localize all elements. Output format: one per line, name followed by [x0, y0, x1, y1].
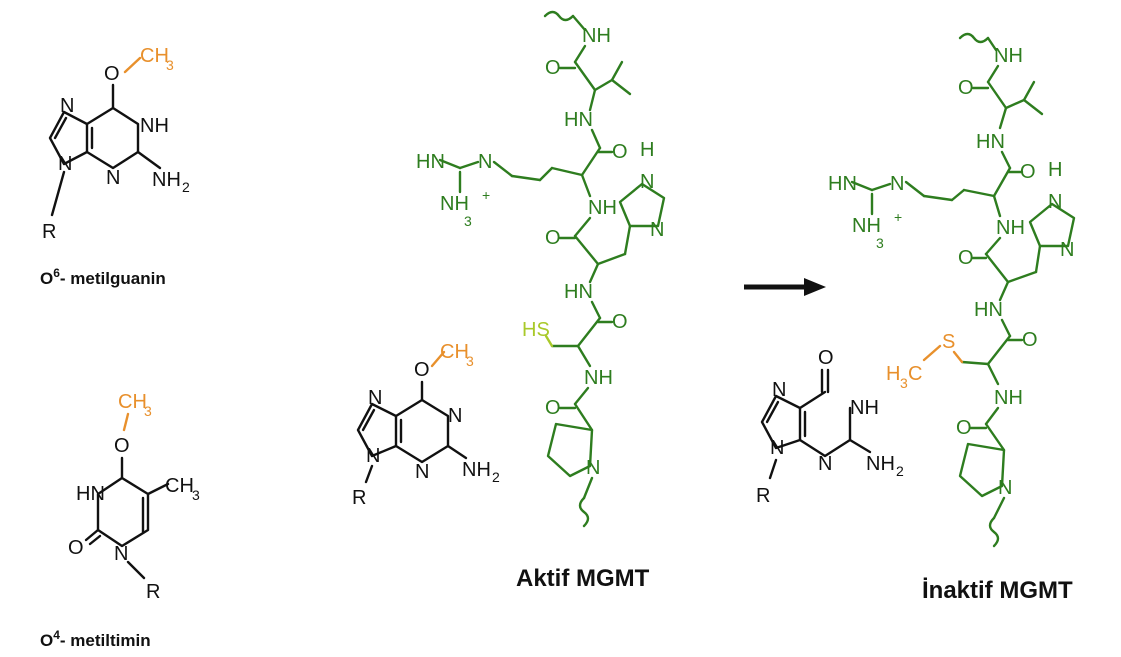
svg-text:HN: HN	[976, 131, 1005, 153]
svg-text:NH: NH	[994, 387, 1023, 409]
svg-text:3: 3	[464, 213, 472, 229]
svg-text:O: O	[104, 63, 120, 85]
svg-text:HN: HN	[974, 299, 1003, 321]
svg-text:CH: CH	[118, 391, 147, 413]
svg-text:NH: NH	[440, 193, 469, 215]
o4-methylthymine-caption: O4- metiltimin	[40, 628, 151, 650]
svg-text:O: O	[1022, 329, 1038, 351]
svg-text:R: R	[146, 581, 160, 603]
svg-text:2: 2	[492, 469, 500, 485]
inactive-mgmt-peptide: NH O HN O N HN NH + 3 NH O	[828, 32, 1076, 548]
svg-text:O: O	[956, 417, 972, 439]
inactive-mgmt-caption: İnaktif MGMT	[922, 577, 1073, 604]
svg-text:N: N	[586, 457, 600, 479]
svg-text:NH: NH	[140, 115, 169, 137]
svg-text:N: N	[890, 173, 904, 195]
svg-text:N: N	[60, 95, 74, 117]
svg-text:O: O	[545, 397, 561, 419]
reaction-arrow	[744, 278, 826, 296]
svg-text:N: N	[772, 379, 786, 401]
svg-text:NH: NH	[996, 217, 1025, 239]
svg-text:R: R	[352, 487, 366, 509]
svg-text:H: H	[640, 139, 654, 161]
svg-text:R: R	[756, 485, 770, 507]
svg-text:N: N	[114, 543, 128, 565]
svg-text:HS: HS	[522, 319, 550, 341]
svg-text:N: N	[478, 151, 492, 173]
svg-text:NH: NH	[850, 397, 879, 419]
svg-text:NH: NH	[462, 459, 491, 481]
svg-text:CH: CH	[440, 341, 469, 363]
svg-text:N: N	[1048, 191, 1062, 213]
svg-text:3: 3	[876, 235, 884, 251]
svg-text:O: O	[414, 359, 430, 381]
svg-text:2: 2	[182, 179, 190, 195]
svg-text:3: 3	[144, 403, 152, 419]
svg-text:O: O	[818, 347, 834, 369]
svg-text:N: N	[998, 477, 1012, 499]
svg-text:N: N	[366, 445, 380, 467]
svg-text:C: C	[908, 363, 922, 385]
svg-text:H: H	[886, 363, 900, 385]
svg-text:HN: HN	[828, 173, 857, 195]
active-mgmt-caption: Aktif MGMT	[516, 565, 650, 592]
svg-text:R: R	[42, 221, 56, 243]
svg-text:O: O	[958, 247, 974, 269]
svg-text:NH: NH	[852, 215, 881, 237]
svg-text:NH: NH	[582, 25, 611, 47]
svg-text:H: H	[1048, 159, 1062, 181]
o6-methylguanine-caption: O6- metilguanin	[40, 266, 166, 288]
svg-text:+: +	[482, 187, 490, 203]
svg-text:O: O	[958, 77, 974, 99]
svg-text:3: 3	[466, 353, 474, 369]
svg-text:CH: CH	[140, 45, 169, 67]
svg-text:N: N	[818, 453, 832, 475]
svg-text:N: N	[1060, 239, 1074, 261]
svg-text:N: N	[770, 437, 784, 459]
guanine-product: O N N N NH NH 2 R	[756, 347, 904, 507]
svg-text:NH: NH	[588, 197, 617, 219]
svg-text:+: +	[894, 209, 902, 225]
svg-text:CH: CH	[165, 475, 194, 497]
svg-text:N: N	[106, 167, 120, 189]
svg-text:O: O	[1020, 161, 1036, 183]
o6-methylguanine-substrate: CH 3 O N N N N NH 2 R	[352, 341, 500, 509]
svg-text:O: O	[612, 311, 628, 333]
svg-text:O: O	[545, 227, 561, 249]
svg-text:N: N	[368, 387, 382, 409]
svg-text:2: 2	[896, 463, 904, 479]
svg-text:HN: HN	[564, 109, 593, 131]
svg-text:HN: HN	[564, 281, 593, 303]
svg-text:N: N	[58, 153, 72, 175]
svg-text:O: O	[545, 57, 561, 79]
o6-methylguanine-structure: CH 3 O N N N NH NH 2 R	[42, 45, 190, 243]
svg-text:O: O	[612, 141, 628, 163]
svg-text:HN: HN	[416, 151, 445, 173]
svg-text:O: O	[68, 537, 84, 559]
svg-text:N: N	[640, 171, 654, 193]
svg-text:NH: NH	[152, 169, 181, 191]
svg-text:NH: NH	[866, 453, 895, 475]
o4-methylthymine-structure: CH 3 O HN CH 3 O N R	[68, 391, 200, 603]
svg-text:NH: NH	[994, 45, 1023, 67]
svg-text:N: N	[415, 461, 429, 483]
svg-text:3: 3	[192, 487, 200, 503]
svg-text:3: 3	[166, 57, 174, 73]
svg-text:N: N	[650, 219, 664, 241]
active-mgmt-peptide: NH O HN O N HN NH + 3 NH O	[416, 10, 666, 528]
svg-text:N: N	[448, 405, 462, 427]
svg-text:3: 3	[900, 375, 908, 391]
svg-text:HN: HN	[76, 483, 105, 505]
svg-text:NH: NH	[584, 367, 613, 389]
svg-text:S: S	[942, 331, 955, 353]
svg-text:O: O	[114, 435, 130, 457]
